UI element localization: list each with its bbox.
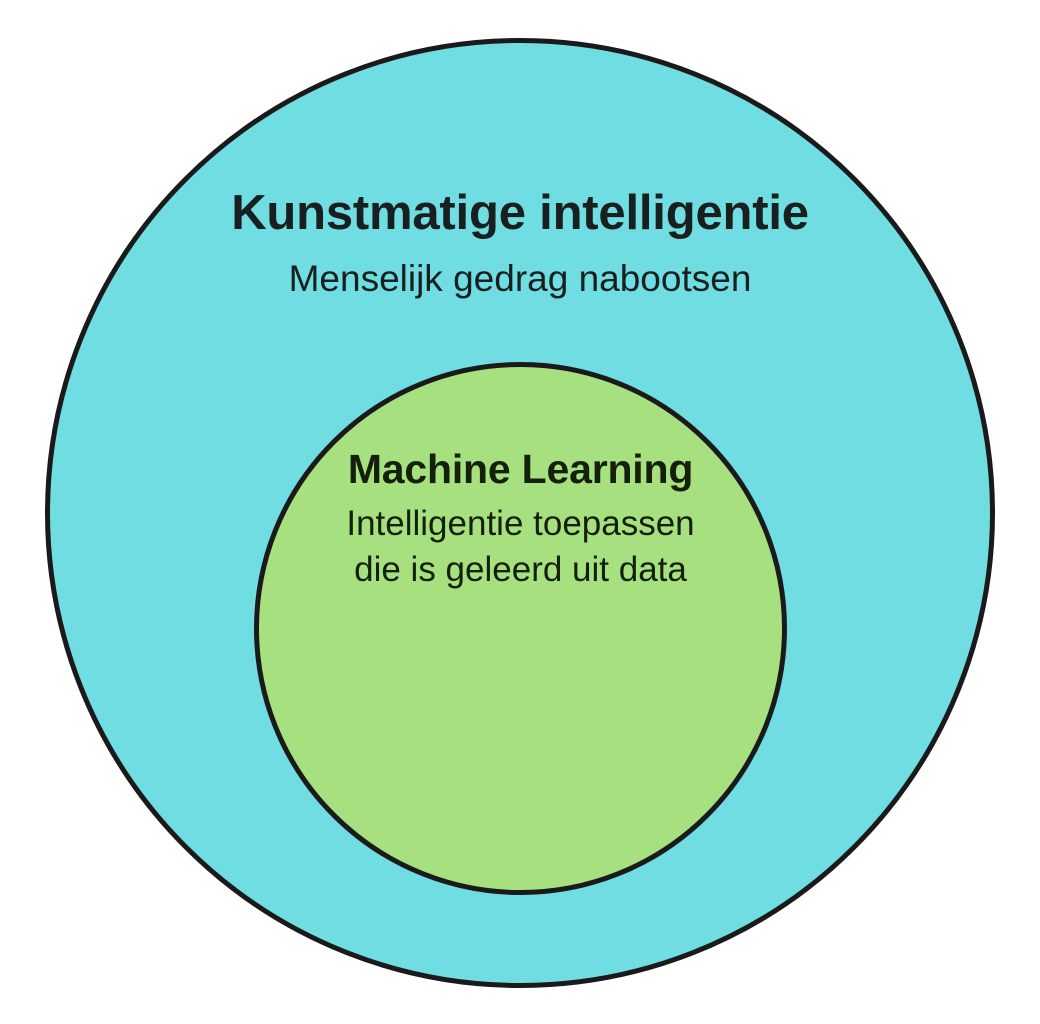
inner-circle-machine-learning bbox=[254, 362, 787, 895]
